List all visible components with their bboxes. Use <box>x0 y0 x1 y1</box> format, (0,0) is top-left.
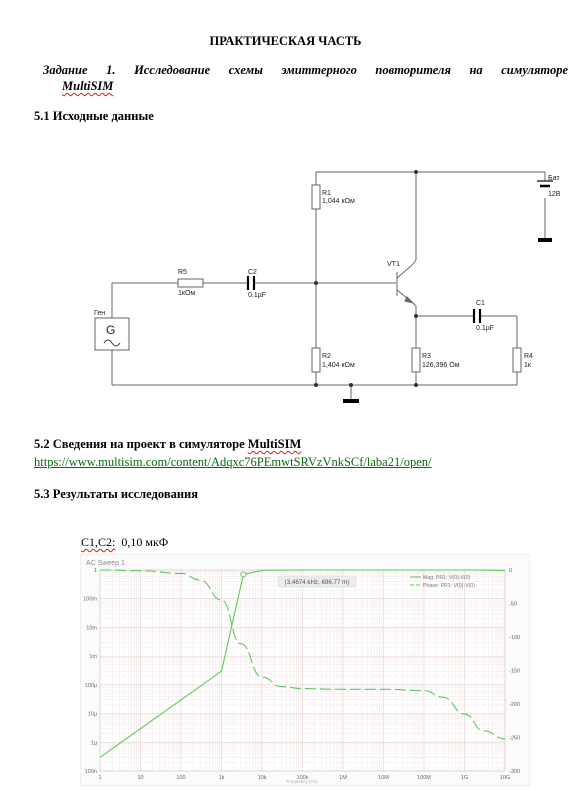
c2-value: 0.1µF <box>248 292 266 299</box>
x-tick-label: 100k <box>297 775 309 781</box>
section-5-2-text: 5.2 Сведения на проект в симуляторе <box>34 437 248 451</box>
x-axis-label: Frequency (Hz) <box>286 779 318 784</box>
y-left-tick-label: 1µ <box>91 740 98 746</box>
project-link[interactable]: https://www.multisim.com/content/Adqxc76… <box>34 455 432 469</box>
y-right-tick-label: -50 <box>509 602 517 608</box>
y-left-tick-label: 10µ <box>88 712 98 718</box>
x-tick-label: 1G <box>461 775 468 781</box>
x-tick-label: 1k <box>219 775 225 781</box>
y-left-tick-label: 100m <box>83 597 97 603</box>
x-tick-label: 100 <box>176 775 185 781</box>
chart-grid <box>99 569 506 772</box>
legend-label-magnitude: Mag: PR1: V(0)-V(0) <box>423 575 471 581</box>
y-left-tick-label: 100n <box>85 769 97 775</box>
r4-label: R4 <box>524 353 533 360</box>
cursor-readout: (3,4674 kHz, 696,77 m) <box>285 579 350 586</box>
cursor-readout-box <box>277 575 357 588</box>
r3-value: 126,396 Ом <box>422 362 460 369</box>
gen-label: Ген <box>94 310 105 317</box>
r1-value: 1,044 кОм <box>322 198 355 205</box>
task-heading-app: MultiSIM <box>62 79 113 94</box>
chart-title: AC Sweep 1 <box>86 560 125 567</box>
task-heading: Задание 1. Исследование схемы эмиттерног… <box>43 63 568 77</box>
y-right-tick-label: 0 <box>509 568 512 574</box>
circuit-schematic: Ген G R5 1кОм C2 0.1µF R1 1,044 кОм R2 1… <box>94 170 561 403</box>
y-left-tick-label: 100µ <box>85 683 98 689</box>
chart-legend: Mag: PR1: V(0)-V(0) Phase: PR1: V(0)-V(0) <box>410 575 475 589</box>
task-app-name: MultiSIM <box>62 79 114 93</box>
battery-label: Бат <box>548 175 560 182</box>
x-tick-label: 10G <box>500 775 510 781</box>
y-left-tick-label: 1m <box>89 654 97 660</box>
c2-label: C2 <box>248 269 257 276</box>
battery-value: 12В <box>548 191 561 198</box>
section-heading-5-3: 5.3 Результаты исследования <box>34 487 198 501</box>
r2-value: 1,404 кОм <box>322 362 355 369</box>
section-heading-5-2: 5.2 Сведения на проект в симуляторе Mult… <box>34 437 301 452</box>
r4-value: 1к <box>524 362 532 369</box>
vt1-label: VT1 <box>387 261 400 268</box>
r5-label: R5 <box>178 269 187 276</box>
y-right-tick-label: -300 <box>509 769 520 775</box>
capacitor-names: С1,С2: <box>81 535 116 549</box>
r2-label: R2 <box>322 353 331 360</box>
section-5-2-app-name: MultiSIM <box>247 437 302 451</box>
x-tick-label: 10 <box>137 775 143 781</box>
y-right-tick-label: -200 <box>509 702 520 708</box>
y-right-tick-label: -100 <box>509 635 520 641</box>
page-title: ПРАКТИЧЕСКАЯ ЧАСТЬ <box>209 34 362 48</box>
x-tick-label: 10M <box>378 775 389 781</box>
cursor-marker[interactable] <box>240 571 247 578</box>
r1-label: R1 <box>322 190 331 197</box>
y-right-tick-label: -150 <box>509 669 520 675</box>
section-heading-5-1: 5.1 Исходные данные <box>34 109 154 123</box>
y-left-tick-label: 10m <box>86 625 97 631</box>
r5-value: 1кОм <box>178 290 195 297</box>
c1-value: 0.1µF <box>476 325 494 332</box>
x-tick-label: 100M <box>417 775 431 781</box>
x-tick-label: 10k <box>258 775 267 781</box>
x-tick-label: 1 <box>98 775 101 781</box>
y-left-tick-label: 1 <box>94 568 97 574</box>
c1-label: C1 <box>476 300 485 307</box>
legend-label-phase: Phase: PR1: V(0)-V(0) <box>423 583 475 589</box>
phase-series-line <box>99 569 506 740</box>
y-right-tick-label: -250 <box>509 736 520 742</box>
magnitude-series-line <box>99 569 506 758</box>
capacitance-caption: С1,С2: 0,10 мкФ <box>81 535 168 550</box>
gen-symbol: G <box>106 323 115 337</box>
r3-label: R3 <box>422 353 431 360</box>
capacitance-value: 0,10 мкФ <box>121 535 169 549</box>
x-tick-label: 1M <box>339 775 347 781</box>
